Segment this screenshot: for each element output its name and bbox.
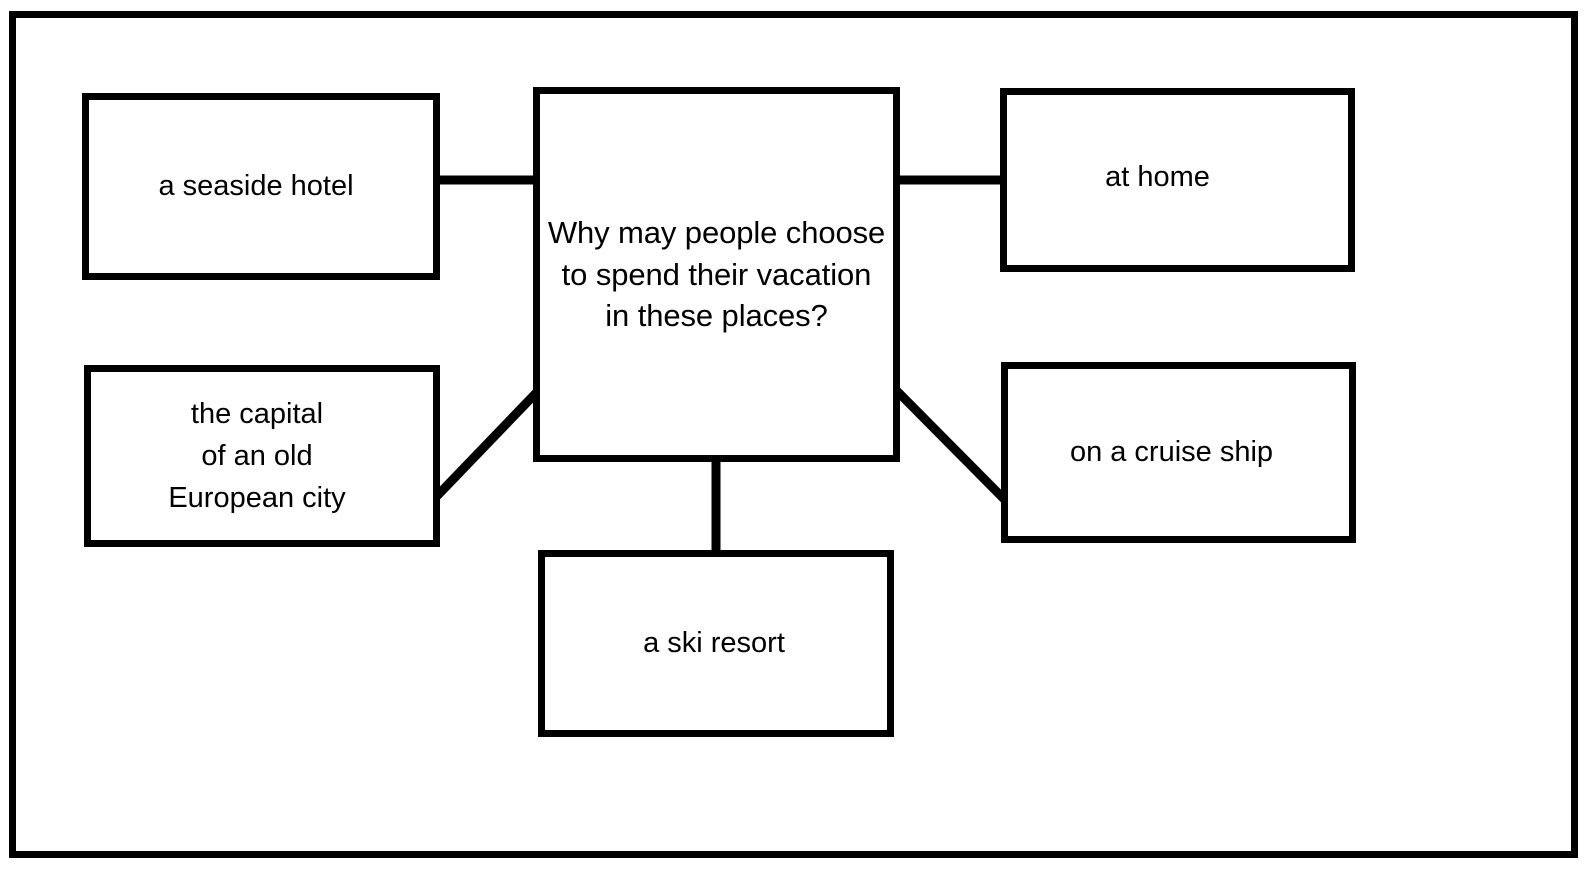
node-ski-resort[interactable]: a ski resort	[538, 550, 894, 737]
node-european-capital[interactable]: the capital of an old European city	[84, 365, 440, 547]
node-center-question[interactable]: Why may people choose to spend their vac…	[533, 87, 900, 462]
node-ski-resort-label: a ski resort	[643, 627, 785, 660]
node-at-home[interactable]: at home	[1000, 88, 1355, 272]
node-cruise-ship-label: on a cruise ship	[1069, 436, 1274, 469]
node-seaside-hotel-label: a seaside hotel	[158, 170, 354, 203]
node-cruise-ship[interactable]: on a cruise ship	[1001, 362, 1356, 543]
node-european-capital-label: the capital of an old European city	[168, 397, 346, 515]
node-seaside-hotel[interactable]: a seaside hotel	[82, 93, 440, 280]
node-center-label: Why may people choose to spend their vac…	[547, 214, 886, 334]
node-at-home-label: at home	[1105, 160, 1210, 193]
